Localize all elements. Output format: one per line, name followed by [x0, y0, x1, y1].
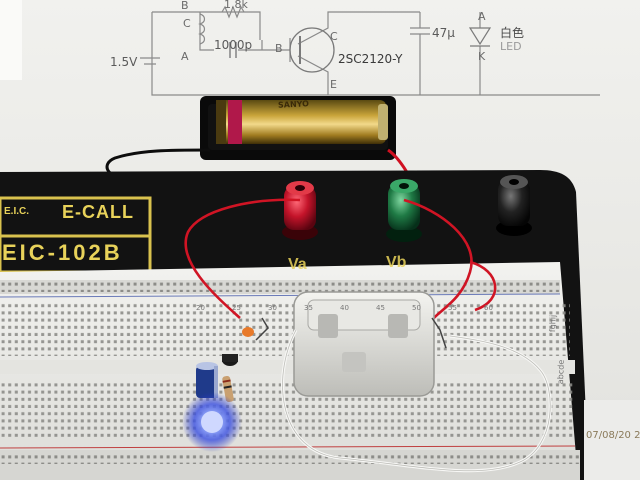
transistor-symbol — [289, 27, 335, 73]
ferrite-core — [293, 291, 435, 397]
battery-holder — [200, 96, 396, 160]
column-number: 40 — [340, 304, 349, 312]
resistor-symbol — [221, 5, 245, 19]
schematic-resistor-label: 1.8k — [224, 0, 248, 11]
column-number: 55 — [448, 304, 457, 312]
capacitor-symbol — [229, 42, 237, 58]
schematic-node-b-mid: B — [275, 42, 283, 55]
column-number: 60 — [484, 304, 493, 312]
schematic-led-label-line2: LED — [500, 40, 522, 53]
binding-post-red — [282, 181, 318, 240]
schematic-led-label-line1: 白色 — [500, 26, 525, 40]
electrolytic-capacitor — [196, 362, 218, 398]
board-brand-name: E-CALL — [62, 202, 134, 222]
battery-red-band — [228, 100, 242, 144]
transistor-part — [222, 354, 238, 366]
column-numbers: 20 25 30 35 40 45 50 55 60 — [196, 304, 536, 314]
schematic-node-e-transistor: E — [330, 78, 337, 91]
column-number: 50 — [412, 304, 421, 312]
led-part — [201, 411, 223, 433]
binding-post-green — [386, 179, 422, 242]
schematic-node-c-transistor: C — [330, 30, 338, 43]
binding-post-black — [496, 175, 532, 236]
schematic-node-k-led: K — [478, 50, 486, 63]
red-wire-loop — [184, 198, 301, 319]
paper-shadow-left — [0, 0, 22, 80]
board-brand-logo: E.I.C. — [4, 206, 30, 217]
schematic-node-a: A — [181, 50, 189, 63]
row-letters-right-side: abcde — [556, 359, 566, 385]
battery-cell — [216, 100, 386, 144]
schematic-capacitor-label: 1000p — [214, 38, 253, 52]
column-number: 25 — [232, 304, 241, 312]
terminal-label-va: Va — [288, 256, 307, 273]
schematic-transistor-label: 2SC2120-Y — [338, 52, 403, 66]
schematic-battery-label: 1.5V — [110, 55, 138, 69]
column-number: 20 — [196, 304, 205, 312]
terminal-label-vb: Vb — [386, 254, 407, 271]
schematic-node-c: C — [183, 17, 191, 30]
inductor-symbol — [198, 13, 206, 45]
led-symbol — [468, 27, 492, 47]
column-number: 30 — [268, 304, 277, 312]
column-number: 45 — [376, 304, 385, 312]
board-model: EIC-102B — [2, 240, 123, 265]
red-wire-right — [403, 198, 473, 321]
ceramic-capacitor — [242, 327, 254, 337]
row-letters-right-top: fghij — [548, 314, 558, 333]
column-number: 35 — [304, 304, 313, 312]
schematic-node-b-top: B — [181, 0, 189, 12]
schematic-electrolytic-label: 47µ — [432, 26, 455, 40]
photo-timestamp: 07/08/20 2 — [586, 430, 640, 441]
schematic-node-a-led: A — [478, 10, 486, 23]
battery-brand: SANYO — [277, 99, 310, 110]
